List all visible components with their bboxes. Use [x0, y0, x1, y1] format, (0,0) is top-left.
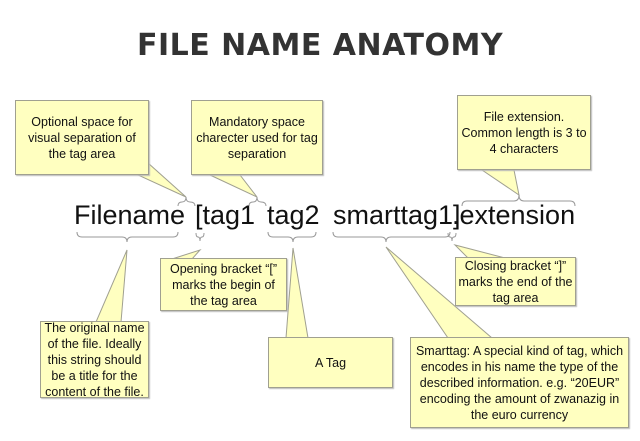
- tail-mandatory-space: [209, 174, 258, 198]
- callout-smarttag: Smarttag: A special kind of tag, which e…: [410, 337, 629, 428]
- part-smarttag: smarttag1]: [333, 200, 461, 230]
- part-tag1: [tag1: [195, 200, 256, 230]
- part-extension: .extension: [452, 200, 576, 230]
- tail-original-name: [95, 249, 128, 323]
- tail-tag: [285, 247, 309, 339]
- brace-filename: [76, 231, 179, 243]
- brace-extension: [461, 194, 576, 207]
- callout-closing-bracket: Closing bracket “]” marks the end of the…: [455, 257, 576, 306]
- tail-extension: [480, 169, 520, 197]
- callout-original-name: The original name of the file. Ideally t…: [40, 321, 149, 399]
- part-filename: Filename: [74, 200, 186, 230]
- callout-tag: A Tag: [268, 337, 393, 388]
- brace-tag2: [267, 231, 317, 243]
- brace-smarttag: [332, 231, 451, 243]
- brace-opening-bracket: [195, 232, 205, 242]
- part-tag2: tag2: [267, 200, 320, 230]
- brace-optional-space: [177, 196, 196, 207]
- brace-closing-bracket: [447, 232, 457, 242]
- callout-opening-bracket: Opening bracket “[” marks the begin of t…: [160, 258, 287, 311]
- page-title: FILE NAME ANATOMY: [136, 28, 504, 63]
- callout-optional-space: Optional space for visual separation of …: [15, 100, 149, 175]
- brace-mandatory-space: [248, 196, 267, 207]
- callout-mandatory-space: Mandatory space charecter used for tag s…: [191, 100, 323, 175]
- callout-extension: File extension. Common length is 3 to 4 …: [457, 95, 591, 170]
